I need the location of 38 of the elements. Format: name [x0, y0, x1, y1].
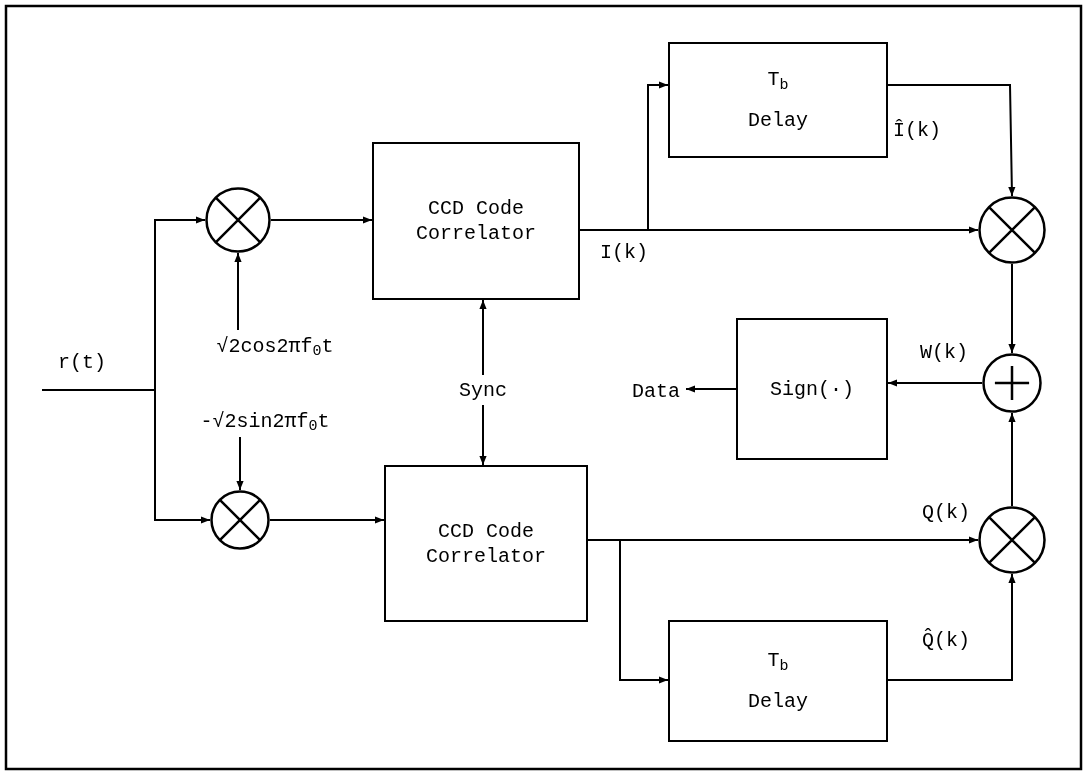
- arrow: [685, 385, 737, 393]
- multiplier-symbol: [205, 187, 271, 253]
- multiplier-symbol: [978, 196, 1046, 264]
- signal-label: r(t): [58, 350, 106, 375]
- edge-label: Î(k): [893, 118, 941, 143]
- block-box: [372, 142, 580, 300]
- arrow: [887, 573, 1016, 681]
- arrow: [479, 299, 487, 376]
- block-label: Sign(·): [770, 376, 854, 402]
- arrow: [579, 81, 669, 231]
- block-label: T$_{b}$: [767, 67, 789, 92]
- block-label: CCD Code Correlator: [415, 196, 537, 246]
- block-label: T$_{b}$: [767, 648, 789, 673]
- edge-label: W(k): [920, 340, 968, 365]
- arrow: [887, 84, 1016, 197]
- block-label: CCD Code Correlator: [425, 518, 547, 569]
- block-box: [736, 318, 888, 460]
- edge-label: Q(k): [922, 500, 970, 525]
- arrow: [587, 539, 669, 684]
- arrow: [41, 389, 211, 524]
- edge-label: I(k): [600, 240, 648, 265]
- arrow: [1008, 412, 1016, 507]
- multiplier-symbol: [210, 490, 270, 550]
- edge-label: Q̂(k): [922, 628, 970, 653]
- block-label: Delay: [748, 689, 808, 714]
- multiplier-symbol: [978, 506, 1046, 574]
- block-label: Delay: [748, 108, 808, 133]
- arrow: [887, 379, 983, 387]
- arrow: [236, 436, 244, 491]
- adder-symbol: [982, 353, 1042, 413]
- block-box: [384, 465, 588, 622]
- arrow: [270, 216, 373, 224]
- block-box: [668, 42, 888, 158]
- arrow: [479, 404, 487, 466]
- arrow: [269, 516, 385, 524]
- arrow: [1008, 263, 1016, 354]
- block-box: [668, 620, 888, 742]
- arrow: [234, 252, 242, 331]
